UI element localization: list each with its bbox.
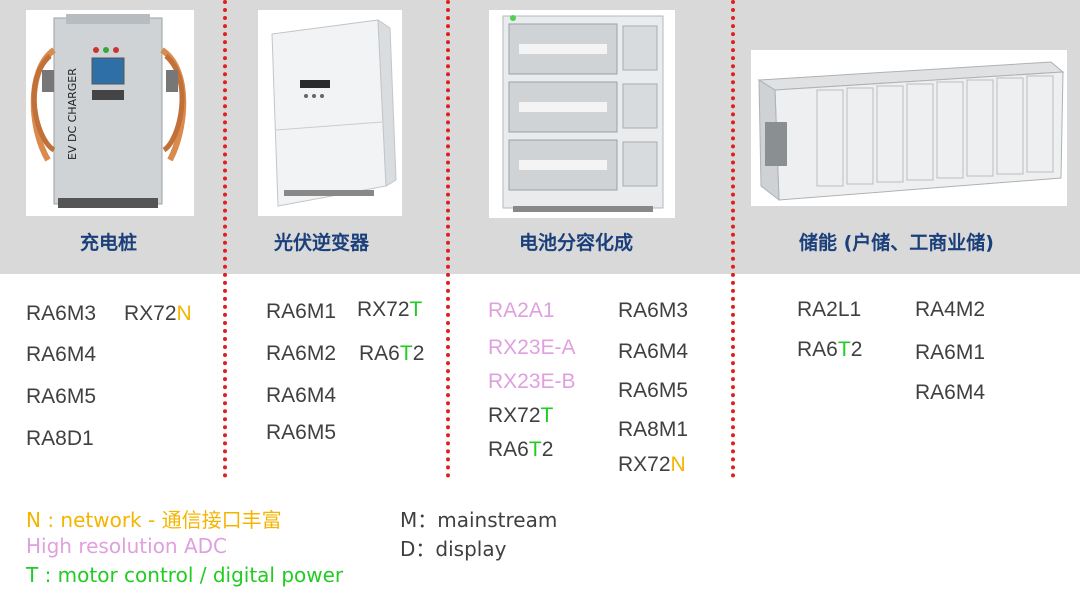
energy-storage-image — [751, 50, 1067, 206]
product-ra6m1: RA6M1 — [915, 341, 986, 364]
product-ra6t2: RA6T2 — [797, 338, 863, 361]
product-rx23e-a: RX23E-A — [488, 336, 576, 359]
network-marker: N — [670, 453, 686, 476]
product-ra4m2: RA4M2 — [915, 298, 986, 321]
pv-inverter-image — [258, 10, 402, 216]
motor-marker: T — [409, 298, 423, 321]
ev-charger-image: EV DC CHARGER — [26, 10, 194, 216]
product-ra6m4: RA6M4 — [26, 343, 97, 366]
product-rx72t: RX72T — [357, 298, 423, 321]
product-ra8d1: RA8D1 — [26, 427, 94, 450]
battery-cabinet-image — [489, 10, 675, 218]
motor-marker: T — [528, 438, 542, 461]
legend-motor: T : motor control / digital power — [26, 563, 344, 587]
product-ra6t2: RA6T2 — [488, 438, 554, 461]
product-rx23e-b: RX23E-B — [488, 370, 576, 393]
product-ra2l1: RA2L1 — [797, 298, 862, 321]
product-ra6m3: RA6M3 — [26, 302, 97, 325]
network-marker: N — [176, 302, 192, 325]
column-divider-2 — [446, 0, 450, 478]
product-ra6m4: RA6M4 — [915, 381, 986, 404]
product-ra6m5: RA6M5 — [26, 385, 97, 408]
product-ra8m1: RA8M1 — [618, 418, 689, 441]
legend-display: D：display — [400, 537, 507, 561]
legend-adc: High resolution ADC — [26, 534, 228, 558]
motor-marker: T — [399, 342, 413, 365]
category-title-energy-storage: 储能 (户储、工商业储) — [799, 232, 994, 254]
product-ra6m4: RA6M4 — [618, 340, 689, 363]
category-title-battery-formation: 电池分容化成 — [519, 232, 634, 254]
category-title-pv-inverter: 光伏逆变器 — [274, 232, 370, 254]
product-ra6m3: RA6M3 — [618, 299, 689, 322]
product-ra2a1: RA2A1 — [488, 299, 555, 322]
motor-marker: T — [837, 338, 851, 361]
product-rx72t: RX72T — [488, 404, 554, 427]
product-ra6m4: RA6M4 — [266, 384, 337, 407]
category-title-charger: 充电桩 — [80, 232, 138, 254]
product-ra6m2: RA6M2 — [266, 342, 337, 365]
product-rx72n: RX72N — [124, 302, 192, 325]
product-ra6m1: RA6M1 — [266, 300, 337, 323]
legend-network: N : network - 通信接口丰富 — [26, 508, 282, 532]
column-divider-3 — [731, 0, 735, 478]
product-ra6m5: RA6M5 — [618, 379, 689, 402]
column-divider-1 — [223, 0, 227, 478]
product-rx72n: RX72N — [618, 453, 686, 476]
product-ra6m5: RA6M5 — [266, 421, 337, 444]
legend-mainstream: M：mainstream — [400, 508, 558, 532]
charger-label: EV DC CHARGER — [66, 68, 79, 160]
product-ra6t2: RA6T2 — [359, 342, 425, 365]
motor-marker: T — [540, 404, 554, 427]
